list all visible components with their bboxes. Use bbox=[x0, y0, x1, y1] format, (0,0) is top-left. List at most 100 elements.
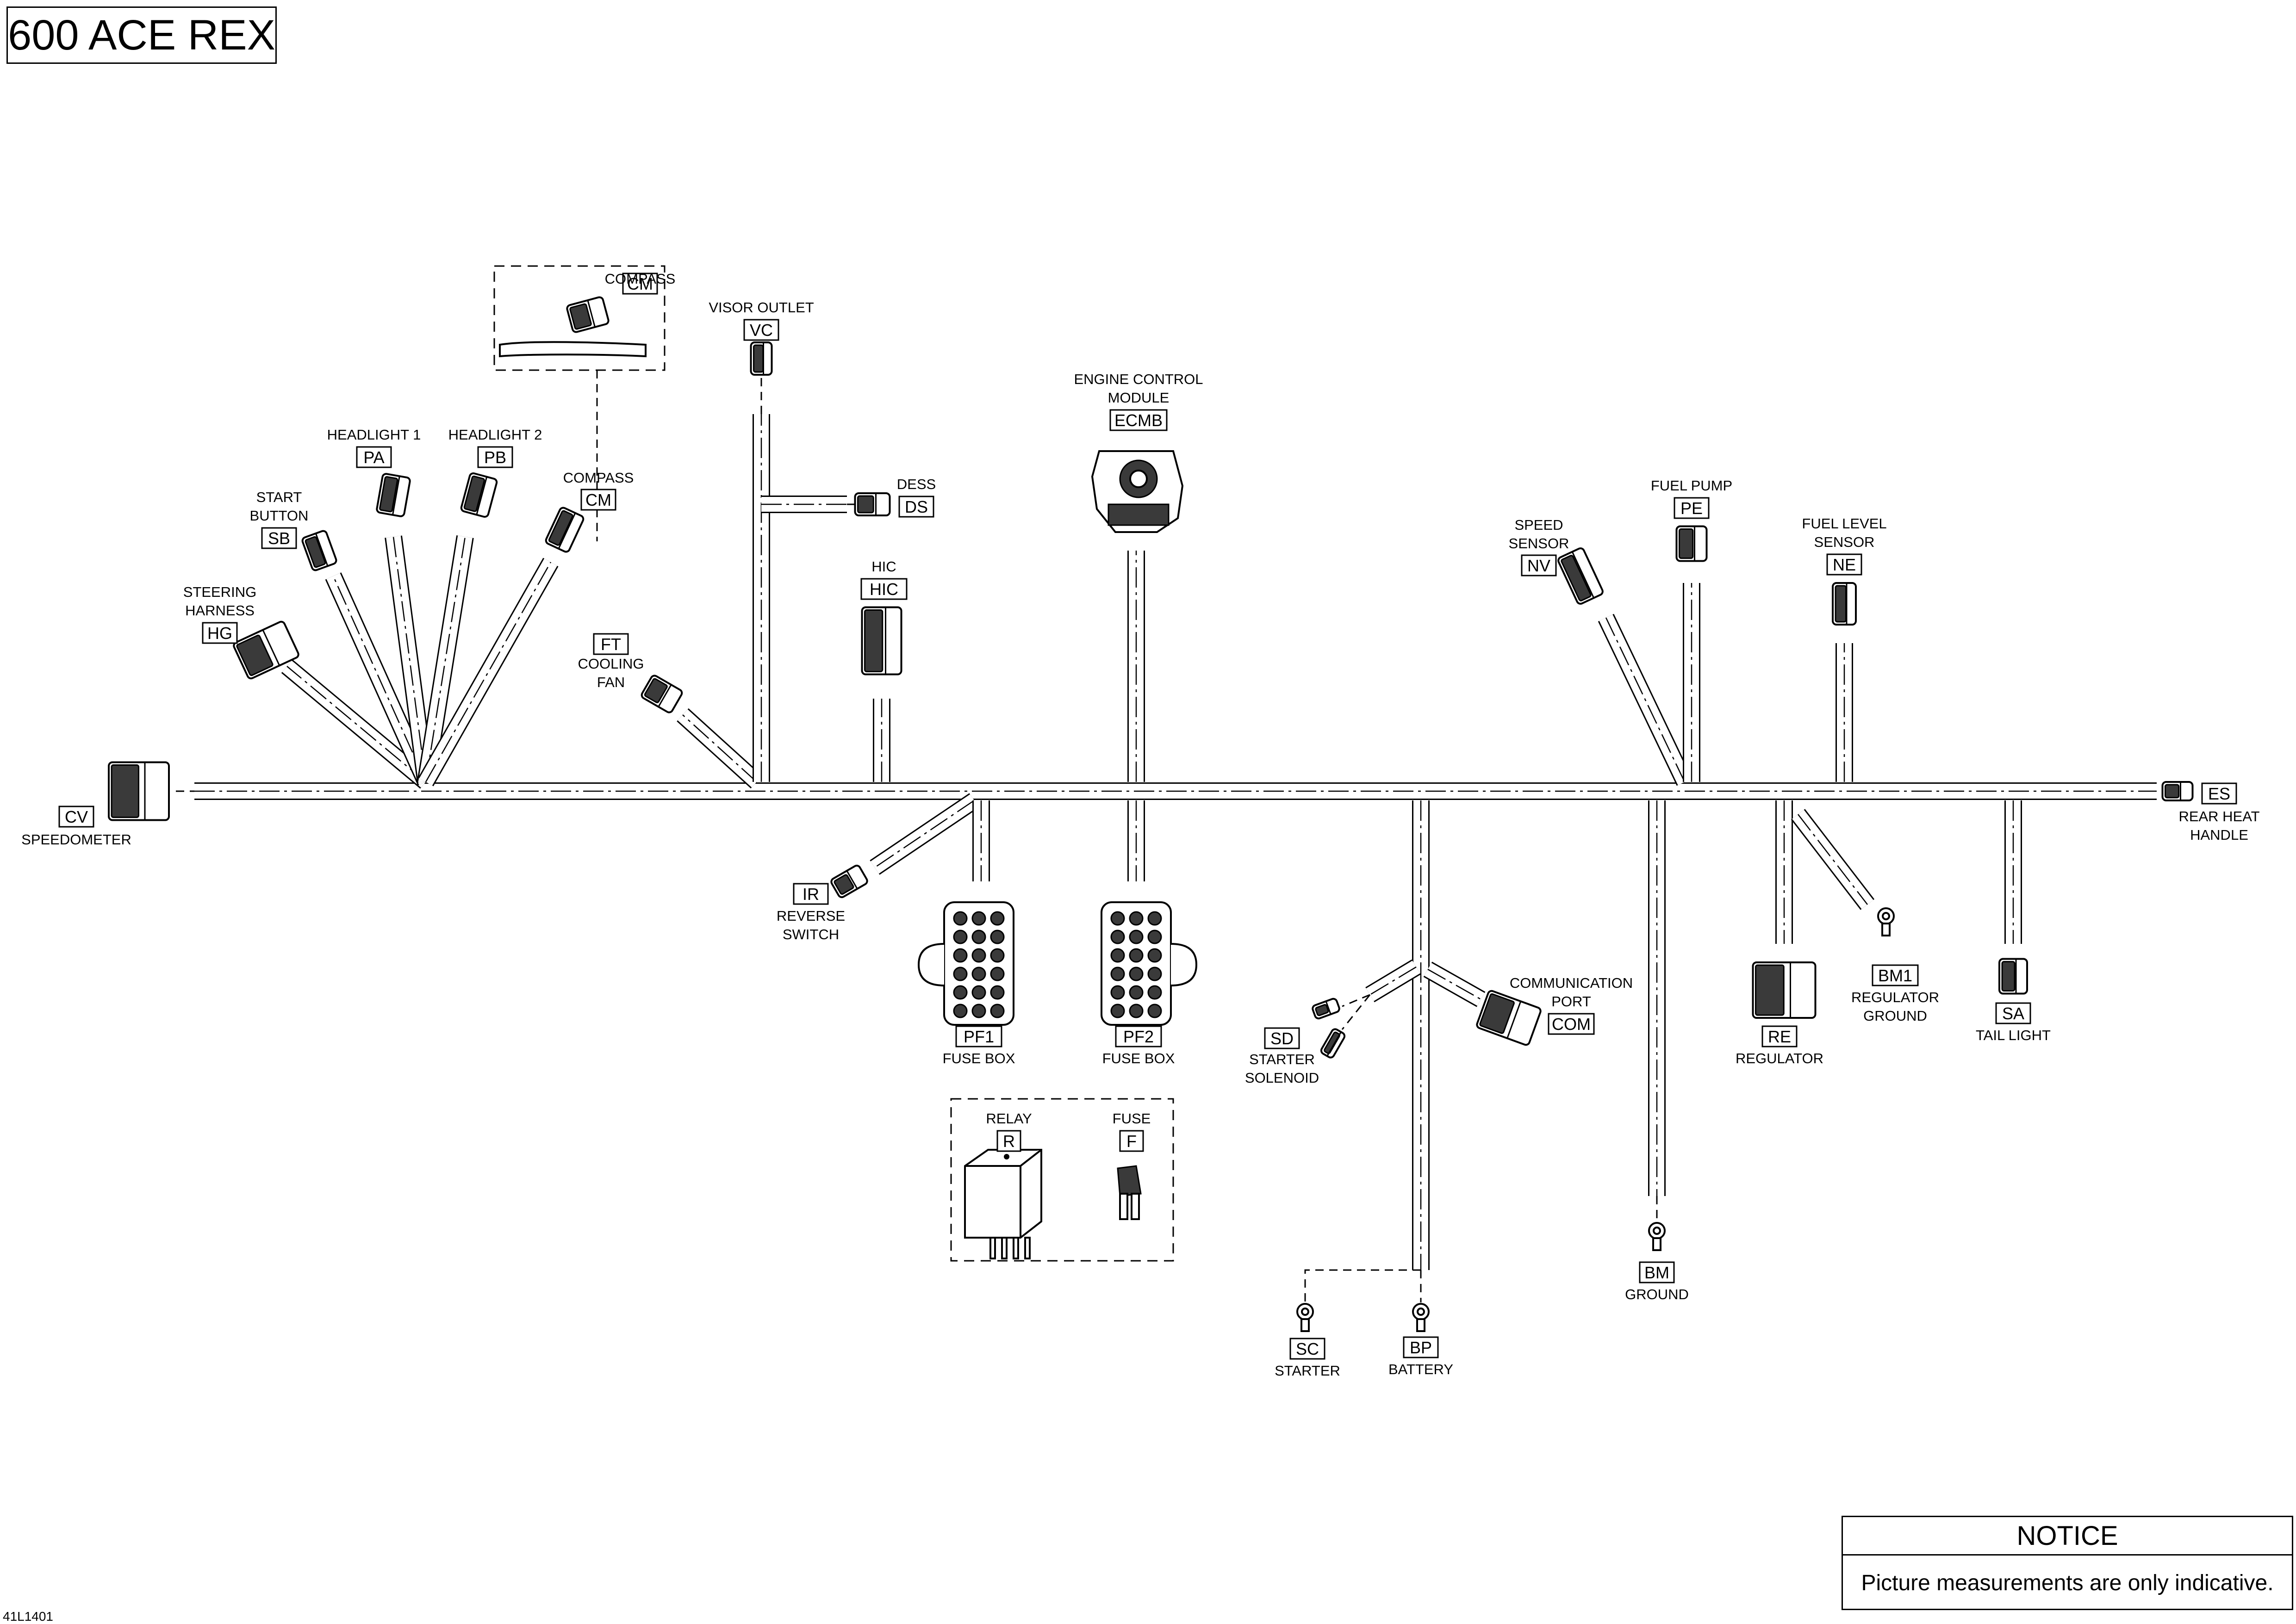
label-line-hg-0: STEERING bbox=[183, 584, 256, 600]
code-box-ecmb bbox=[1109, 409, 1168, 431]
code-sc: SC bbox=[1296, 1339, 1319, 1358]
code-hg: HG bbox=[207, 624, 232, 643]
tail-light-connector bbox=[1998, 958, 2028, 995]
code-ecmb: ECMB bbox=[1114, 411, 1163, 430]
code-box-sa bbox=[1995, 1002, 2031, 1024]
code-box-ft bbox=[593, 633, 629, 655]
label-line-com-1: PORT bbox=[1551, 993, 1591, 1010]
branch-ft bbox=[677, 708, 763, 789]
code-es: ES bbox=[2208, 784, 2230, 803]
code-box-hg bbox=[202, 622, 238, 644]
speed-sensor-connector bbox=[1557, 547, 1604, 605]
compass-frame bbox=[493, 265, 666, 371]
fuse-box-2 bbox=[1101, 901, 1198, 1026]
notice-title: NOTICE bbox=[1843, 1517, 2292, 1556]
label-line-hg-1: HARNESS bbox=[185, 602, 255, 619]
label-line-ne-1: SENSOR bbox=[1814, 534, 1875, 550]
compass-mount-bar bbox=[499, 341, 647, 358]
fuse-body bbox=[1117, 1165, 1142, 1220]
reverse-switch-connector bbox=[830, 864, 868, 899]
label-line-cv-0: SPEEDOMETER bbox=[21, 831, 131, 848]
code-sb: SB bbox=[268, 529, 290, 548]
connectors bbox=[108, 296, 2194, 1332]
label-line-sa-0: TAIL LIGHT bbox=[1976, 1027, 2051, 1043]
branch-com bbox=[1423, 961, 1486, 1007]
code-pb: PB bbox=[484, 448, 506, 467]
label-line-ds-0: DESS bbox=[897, 476, 936, 492]
code-ds: DS bbox=[905, 497, 928, 516]
code-box-vc bbox=[743, 319, 779, 341]
code-r: R bbox=[1003, 1132, 1015, 1151]
ecm-connector bbox=[1091, 450, 1184, 533]
diagram-title: 600 ACE REX bbox=[6, 6, 277, 64]
code-box-sd bbox=[1264, 1027, 1300, 1049]
regulator-connector bbox=[1752, 961, 1817, 1019]
code-re: RE bbox=[1768, 1027, 1791, 1046]
label-vc: VC VISOR OUTLET bbox=[709, 299, 814, 341]
code-box-ds bbox=[898, 496, 934, 518]
code-f: F bbox=[1126, 1132, 1137, 1151]
harness-wires bbox=[176, 370, 2157, 1302]
fuel-pump-connector bbox=[1675, 525, 1708, 562]
code-ir: IR bbox=[803, 885, 819, 904]
cooling-fan-connector bbox=[641, 675, 683, 713]
label-line-ecmb-0: ENGINE CONTROL bbox=[1074, 371, 1203, 387]
label-line-pb-0: HEADLIGHT 2 bbox=[448, 427, 542, 443]
label-pb: PB HEADLIGHT 2 bbox=[448, 427, 542, 468]
label-line-bp-0: BATTERY bbox=[1388, 1361, 1453, 1377]
code-box-r bbox=[996, 1130, 1021, 1152]
code-box-bm bbox=[1639, 1261, 1675, 1283]
label-line-vc-0: VISOR OUTLET bbox=[709, 299, 814, 316]
code-box-sb bbox=[261, 527, 297, 549]
code-vc: VC bbox=[750, 321, 773, 340]
label-line-sb-0: START bbox=[256, 489, 302, 505]
label-line-pf1-0: FUSE BOX bbox=[943, 1050, 1015, 1066]
branch-sd bbox=[1365, 959, 1421, 1003]
code-bm: BM bbox=[1644, 1263, 1669, 1282]
code-box-nv bbox=[1521, 554, 1557, 576]
label-line-pf2-0: FUSE BOX bbox=[1102, 1050, 1175, 1066]
code-box-ne bbox=[1826, 553, 1862, 576]
code-box-pe bbox=[1674, 497, 1710, 519]
code-pf2: PF2 bbox=[1123, 1027, 1154, 1046]
code-box-bp bbox=[1403, 1336, 1439, 1358]
code-bp: BP bbox=[1410, 1338, 1432, 1357]
label-line-cm-0: COMPASS bbox=[563, 470, 634, 486]
start-button-connector bbox=[301, 530, 337, 571]
starter-solenoid-connector-2 bbox=[1320, 1028, 1346, 1059]
label-line-sb-1: BUTTON bbox=[250, 508, 309, 524]
code-box-cm bbox=[622, 273, 658, 295]
label-ds: DS DESS bbox=[897, 476, 936, 518]
compass-frame-connector bbox=[566, 296, 610, 333]
branch-cm bbox=[418, 558, 559, 787]
branch-bm1 bbox=[1791, 809, 1875, 910]
headlight-1-connector bbox=[376, 473, 411, 517]
label-line-bm-0: GROUND bbox=[1625, 1286, 1689, 1302]
branch-ir bbox=[870, 793, 979, 875]
code-bm1: BM1 bbox=[1878, 966, 1912, 985]
code-box-ir bbox=[793, 883, 829, 905]
label-sb: SB START BUTTON bbox=[250, 489, 309, 549]
code-box-cv bbox=[58, 806, 94, 828]
document-id: 41L1401 bbox=[3, 1609, 54, 1624]
